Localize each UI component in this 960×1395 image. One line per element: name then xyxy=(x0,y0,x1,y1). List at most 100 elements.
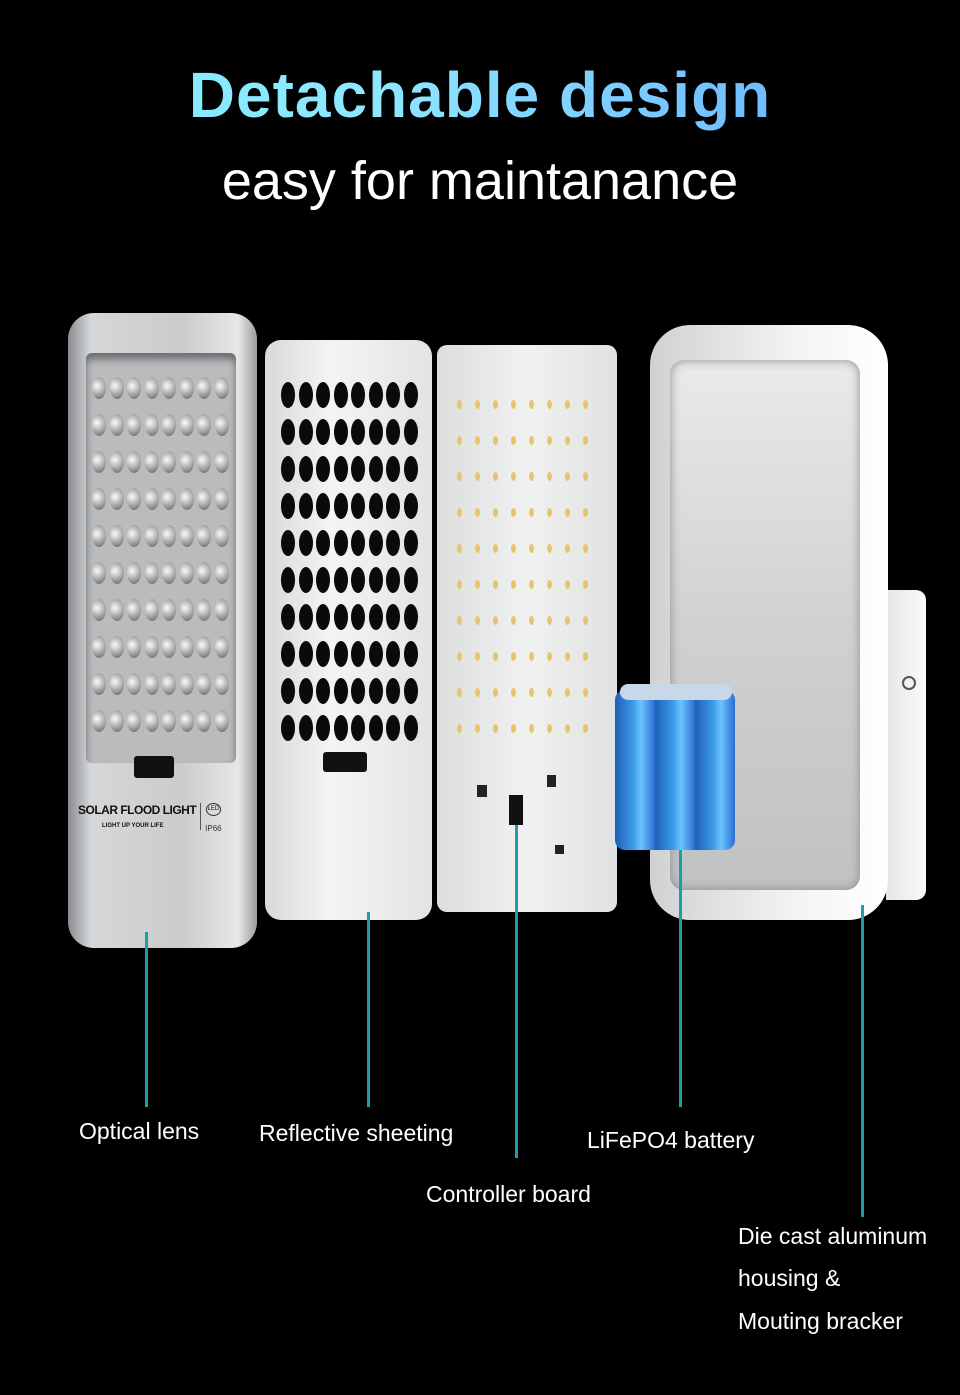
led-chip xyxy=(457,688,462,697)
led-chip xyxy=(457,436,462,445)
lens-dome xyxy=(214,562,229,584)
lens-dome xyxy=(109,599,124,621)
lens-dome xyxy=(162,488,176,510)
chip xyxy=(477,785,487,797)
lens-dome xyxy=(214,599,229,621)
lens-dome xyxy=(162,451,176,473)
reflector-hole xyxy=(351,715,365,741)
led-chip xyxy=(475,616,480,625)
led-chip xyxy=(583,400,588,409)
reflector-hole xyxy=(333,567,348,593)
label-housing-1: Die cast aluminum xyxy=(738,1223,928,1249)
led-chip xyxy=(565,652,570,661)
reflector-hole xyxy=(316,456,330,482)
led-chip xyxy=(529,436,534,445)
reflector-hole xyxy=(333,530,348,556)
lens-dome xyxy=(197,562,211,584)
reflector-hole xyxy=(351,456,365,482)
reflector-hole xyxy=(281,715,295,741)
reflector-hole xyxy=(298,678,313,704)
lens-dome xyxy=(109,562,124,584)
lens-dome xyxy=(162,525,176,547)
label-housing-2: housing & xyxy=(738,1265,841,1291)
headline-subtitle: easy for maintanance xyxy=(221,151,739,211)
lens-dome xyxy=(214,636,229,658)
led-chip xyxy=(475,436,480,445)
lens-dome xyxy=(92,377,106,399)
reflector-hole xyxy=(351,493,365,519)
reflector-hole xyxy=(316,678,330,704)
reflector-hole xyxy=(386,604,400,630)
reflector-hole xyxy=(368,493,383,519)
reflector-hole xyxy=(316,493,330,519)
led-chip xyxy=(583,652,588,661)
lens-dome xyxy=(197,636,211,658)
led-chip xyxy=(547,580,552,589)
reflector-hole xyxy=(298,567,313,593)
reflector-hole xyxy=(368,715,383,741)
reflector-hole xyxy=(298,641,313,667)
lens-dome xyxy=(92,488,106,510)
reflector-hole xyxy=(368,382,383,408)
reflector-hole xyxy=(281,382,295,408)
lens-dome xyxy=(214,488,229,510)
led-chip xyxy=(547,544,552,553)
mounting-bracket xyxy=(886,590,926,900)
led-chip xyxy=(457,652,462,661)
led-chip xyxy=(547,724,552,733)
led-chip xyxy=(511,544,516,553)
led-chip xyxy=(475,400,480,409)
lens-dome xyxy=(92,710,106,732)
lens-dome xyxy=(197,488,211,510)
chip xyxy=(547,775,556,787)
lens-dome xyxy=(144,451,159,473)
lens-dome xyxy=(144,377,159,399)
reflector-hole xyxy=(298,456,313,482)
lens-dome xyxy=(109,451,124,473)
reflector-hole xyxy=(351,604,365,630)
led-chip xyxy=(583,544,588,553)
reflector-hole xyxy=(281,641,295,667)
reflector-hole xyxy=(351,382,365,408)
ip-rating: IP66 xyxy=(205,824,222,833)
reflector-hole xyxy=(281,604,295,630)
reflector-hole xyxy=(298,715,313,741)
reflector-hole xyxy=(351,419,365,445)
reflector-hole xyxy=(298,604,313,630)
reflector-hole xyxy=(333,419,348,445)
led-chip xyxy=(547,616,552,625)
led-chip xyxy=(511,472,516,481)
reflector-hole xyxy=(403,493,418,519)
reflector-hole xyxy=(281,419,295,445)
reflector-hole xyxy=(403,641,418,667)
reflector-hole xyxy=(368,530,383,556)
led-chip xyxy=(511,400,516,409)
lens-dome xyxy=(197,451,211,473)
led-chip xyxy=(457,508,462,517)
reflector-hole xyxy=(333,641,348,667)
reflector-hole xyxy=(386,530,400,556)
lens-dome xyxy=(179,451,194,473)
reflector-hole xyxy=(333,382,348,408)
label-housing-3: Mouting bracker xyxy=(738,1308,903,1334)
led-chip xyxy=(457,616,462,625)
reflector-hole xyxy=(281,530,295,556)
led-chip xyxy=(475,724,480,733)
lens-dome xyxy=(92,414,106,436)
lens-dome xyxy=(144,710,159,732)
reflector-hole xyxy=(333,456,348,482)
led-chip xyxy=(457,472,462,481)
led-chip xyxy=(547,436,552,445)
led-chip xyxy=(493,472,498,481)
led-chip xyxy=(547,472,552,481)
lens-dome xyxy=(214,710,229,732)
reflector-hole xyxy=(403,604,418,630)
led-chip xyxy=(583,580,588,589)
lens-dome xyxy=(109,710,124,732)
lens-dome xyxy=(144,488,159,510)
reflector-hole xyxy=(403,456,418,482)
product-logo: SOLAR FLOOD LIGHT LIGHT UP YOUR LIFE LED… xyxy=(78,803,250,834)
lens-dome xyxy=(109,636,124,658)
lens-dome xyxy=(127,414,141,436)
led-chip xyxy=(547,688,552,697)
